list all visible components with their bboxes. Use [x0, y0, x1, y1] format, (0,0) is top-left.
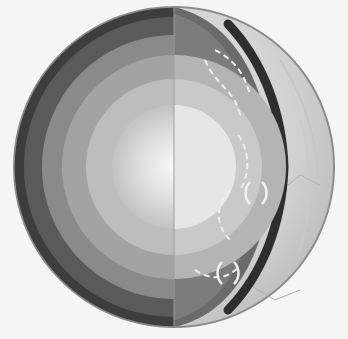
diagram-canvas	[0, 0, 348, 339]
earth-cutaway-diagram	[0, 0, 348, 339]
